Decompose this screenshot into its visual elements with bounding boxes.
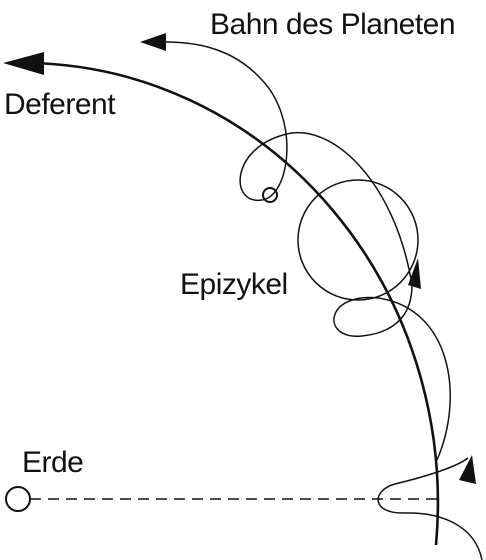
orbit-label: Bahn des Planeten xyxy=(210,8,455,41)
orbit-arrowhead-lower xyxy=(459,455,476,484)
earth-label: Erde xyxy=(22,446,83,479)
epicycle-label: Epizykel xyxy=(180,268,288,301)
epicycle-arrowhead xyxy=(408,258,421,289)
deferent-circle xyxy=(29,61,440,546)
epicycle-circle xyxy=(297,179,419,301)
orbit-arrowhead-top xyxy=(140,33,166,51)
earth-marker xyxy=(5,486,31,512)
deferent-arrowhead xyxy=(3,52,44,75)
deferent-label: Deferent xyxy=(4,88,116,121)
planet-orbit-path xyxy=(165,41,483,560)
